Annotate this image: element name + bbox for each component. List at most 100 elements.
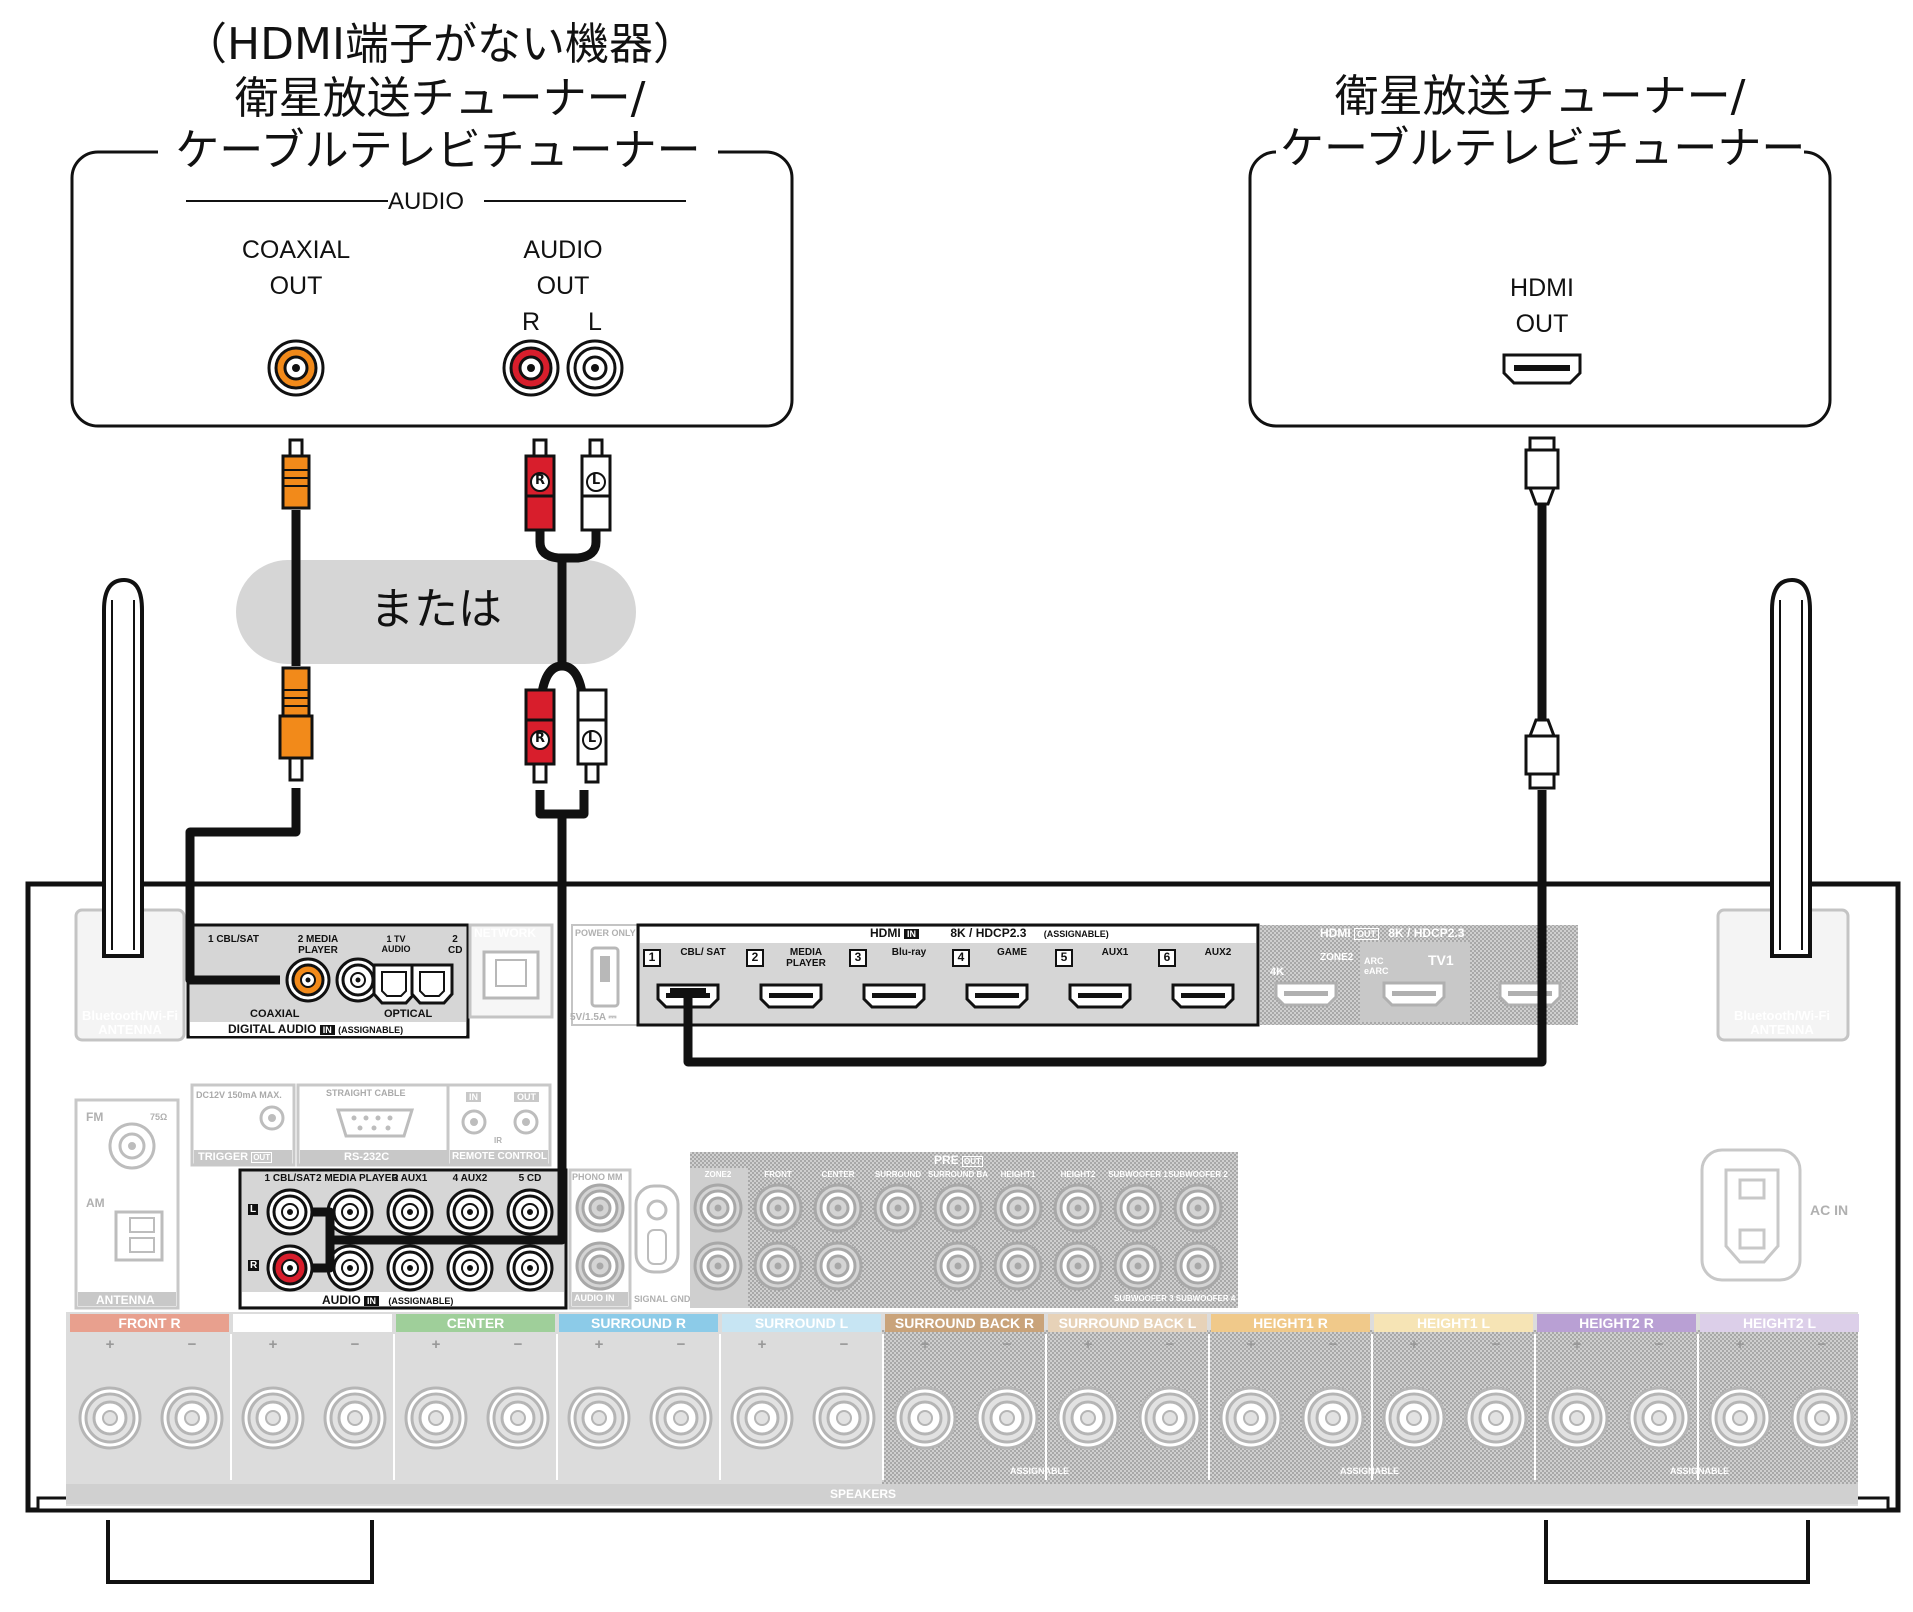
phono-jacks[interactable] xyxy=(568,1168,680,1310)
audio-in-5-r-jack[interactable] xyxy=(506,1244,554,1292)
speaker-5-minus-sign: − xyxy=(839,1336,849,1353)
pre-out-sub-note: SUBWOOFER 3 SUBWOOFER 4 xyxy=(1114,1294,1236,1303)
pre-out-8-jack-lower[interactable] xyxy=(1113,1241,1163,1291)
speaker-4-minus-post[interactable] xyxy=(649,1386,713,1450)
pre-out-3-jack-upper[interactable] xyxy=(813,1183,863,1233)
pre-out-2-jack-upper[interactable] xyxy=(753,1183,803,1233)
digital-coaxial-1-jack[interactable] xyxy=(285,957,331,1003)
speaker-7-plus-post[interactable] xyxy=(1056,1386,1120,1450)
audio-in-3-r-jack[interactable] xyxy=(386,1244,434,1292)
audio-in-cbl-l-jack[interactable] xyxy=(266,1188,314,1236)
pre-out-5-jack-upper[interactable] xyxy=(933,1183,983,1233)
digital-coaxial-label: COAXIAL xyxy=(250,1008,300,1020)
speaker-5-plus-post[interactable] xyxy=(730,1386,794,1450)
optical-2-jack[interactable] xyxy=(410,963,454,1005)
pre-out-2-jack-lower[interactable] xyxy=(753,1241,803,1291)
pre-out-8-jack-upper[interactable] xyxy=(1113,1183,1163,1233)
audio-in-2-l-jack[interactable] xyxy=(326,1188,374,1236)
speaker-9-plus-post[interactable] xyxy=(1382,1386,1446,1450)
hdmi-in-4-port[interactable] xyxy=(965,983,1029,1009)
audio-in-2-r-jack[interactable] xyxy=(326,1244,374,1292)
speaker-1-minus-post[interactable] xyxy=(160,1386,224,1450)
hdmi-cable-to-receiver xyxy=(683,790,1547,1067)
audio-in-1-label: 1 CBL/SAT xyxy=(264,1173,316,1184)
hdmi-in-2-port[interactable] xyxy=(759,983,823,1009)
fm-am-antenna-terminals[interactable] xyxy=(74,1098,180,1310)
pre-out-7-jack-upper[interactable] xyxy=(1053,1183,1103,1233)
trigger-out[interactable] xyxy=(190,1083,296,1167)
speaker-2-plus-post[interactable] xyxy=(241,1386,305,1450)
speaker-10-minus-post[interactable] xyxy=(1627,1386,1691,1450)
plug-l-marker-top: L xyxy=(591,473,601,488)
bt-wifi-antenna-right[interactable] xyxy=(1716,577,1850,1042)
pre-out-1-jack-upper[interactable] xyxy=(693,1183,743,1233)
left-device-title-1: （HDMI端子がない機器） xyxy=(183,19,697,70)
hdmi-in-1-name: CBL/ SAT xyxy=(680,947,726,958)
hdmi-in-5-port[interactable] xyxy=(1068,983,1132,1009)
audio-in-r-row-label: R xyxy=(248,1260,260,1271)
audio-in-3-l-jack[interactable] xyxy=(386,1188,434,1236)
speaker-7-minus-post[interactable] xyxy=(1138,1386,1202,1450)
coaxial-out-label-1: COAXIAL xyxy=(241,236,351,264)
trigger-top-label: DC12V 150mA MAX. xyxy=(196,1090,282,1100)
speaker-1-header-bar xyxy=(70,1314,229,1332)
speaker-9-minus-post[interactable] xyxy=(1464,1386,1528,1450)
audio-in-5-l-jack[interactable] xyxy=(506,1188,554,1236)
audio-in-4-l-jack[interactable] xyxy=(446,1188,494,1236)
source-hdmi-out-port[interactable] xyxy=(1502,353,1582,385)
hdmi-in-2-name: MEDIA PLAYER xyxy=(786,947,826,969)
audio-in-cbl-r-jack[interactable] xyxy=(266,1244,314,1292)
speaker-4-plus-post[interactable] xyxy=(567,1386,631,1450)
rs232c-port[interactable] xyxy=(296,1083,452,1167)
coaxial-out-jack[interactable] xyxy=(267,339,325,397)
audio-in-footer: AUDIO IN (ASSIGNABLE) xyxy=(322,1293,454,1307)
speaker-6-minus-post[interactable] xyxy=(975,1386,1039,1450)
digital-coaxial-2-jack[interactable] xyxy=(335,957,381,1003)
speaker-6-plus-post[interactable] xyxy=(893,1386,957,1450)
speaker-5-minus-post[interactable] xyxy=(812,1386,876,1450)
bt-wifi-antenna-left[interactable] xyxy=(74,577,186,1042)
pre-out-3-label: CENTER xyxy=(821,1170,855,1179)
pre-out-4-jack-upper[interactable] xyxy=(873,1183,923,1233)
speaker-6-label: SURROUND BACK R xyxy=(894,1315,1035,1331)
pre-out-9-jack-upper[interactable] xyxy=(1173,1183,1223,1233)
hdmi-in-4-name: GAME xyxy=(997,947,1027,958)
speaker-3-minus-post[interactable] xyxy=(486,1386,550,1450)
audio-out-l-jack[interactable] xyxy=(566,339,624,397)
source-hdmi-label-2: OUT xyxy=(1515,310,1569,338)
coaxial-plug-top xyxy=(281,438,311,510)
pre-out-6-jack-upper[interactable] xyxy=(993,1183,1043,1233)
pre-out-9-label: SUBWOOFER 2 xyxy=(1168,1170,1228,1179)
audio-in-4-label: 4 AUX2 xyxy=(452,1173,488,1184)
pre-out-5-label: SURROUND BACK xyxy=(928,1170,988,1179)
audio-in-4-r-jack[interactable] xyxy=(446,1244,494,1292)
pre-out-6-jack-lower[interactable] xyxy=(993,1241,1043,1291)
speaker-3-label: CENTER xyxy=(446,1315,505,1331)
hdmi-in-3-port[interactable] xyxy=(862,983,926,1009)
pre-out-1-jack-lower[interactable] xyxy=(693,1241,743,1291)
speaker-11-minus-post[interactable] xyxy=(1790,1386,1854,1450)
ac-in-socket[interactable] xyxy=(1700,1148,1802,1282)
pre-out-7-jack-lower[interactable] xyxy=(1053,1241,1103,1291)
pre-out-8-label: SUBWOOFER 1 xyxy=(1108,1170,1168,1179)
usb-port[interactable] xyxy=(571,924,641,1026)
speaker-2-minus-post[interactable] xyxy=(323,1386,387,1450)
pre-out-9-jack-lower[interactable] xyxy=(1173,1241,1223,1291)
pre-out-3-jack-lower[interactable] xyxy=(813,1241,863,1291)
hdmi-in-6-port[interactable] xyxy=(1171,983,1235,1009)
trigger-label: TRIGGER OUT xyxy=(198,1151,273,1163)
pre-out-5-jack-lower[interactable] xyxy=(933,1241,983,1291)
speaker-2-label: FRONT L xyxy=(282,1315,343,1331)
speaker-8-plus-post[interactable] xyxy=(1219,1386,1283,1450)
audio-out-r-jack[interactable] xyxy=(502,339,560,397)
pre-out-2-label: FRONT xyxy=(764,1170,792,1179)
speaker-11-label: HEIGHT2 L xyxy=(1742,1315,1817,1331)
speaker-11-plus-post[interactable] xyxy=(1708,1386,1772,1450)
speaker-8-minus-post[interactable] xyxy=(1301,1386,1365,1450)
speaker-1-plus-post[interactable] xyxy=(78,1386,142,1450)
hdmi-in-5-number-box xyxy=(1055,949,1073,967)
network-port[interactable] xyxy=(468,923,554,1019)
speaker-3-plus-post[interactable] xyxy=(404,1386,468,1450)
speaker-10-plus-post[interactable] xyxy=(1545,1386,1609,1450)
optical-1-jack[interactable] xyxy=(372,963,416,1005)
